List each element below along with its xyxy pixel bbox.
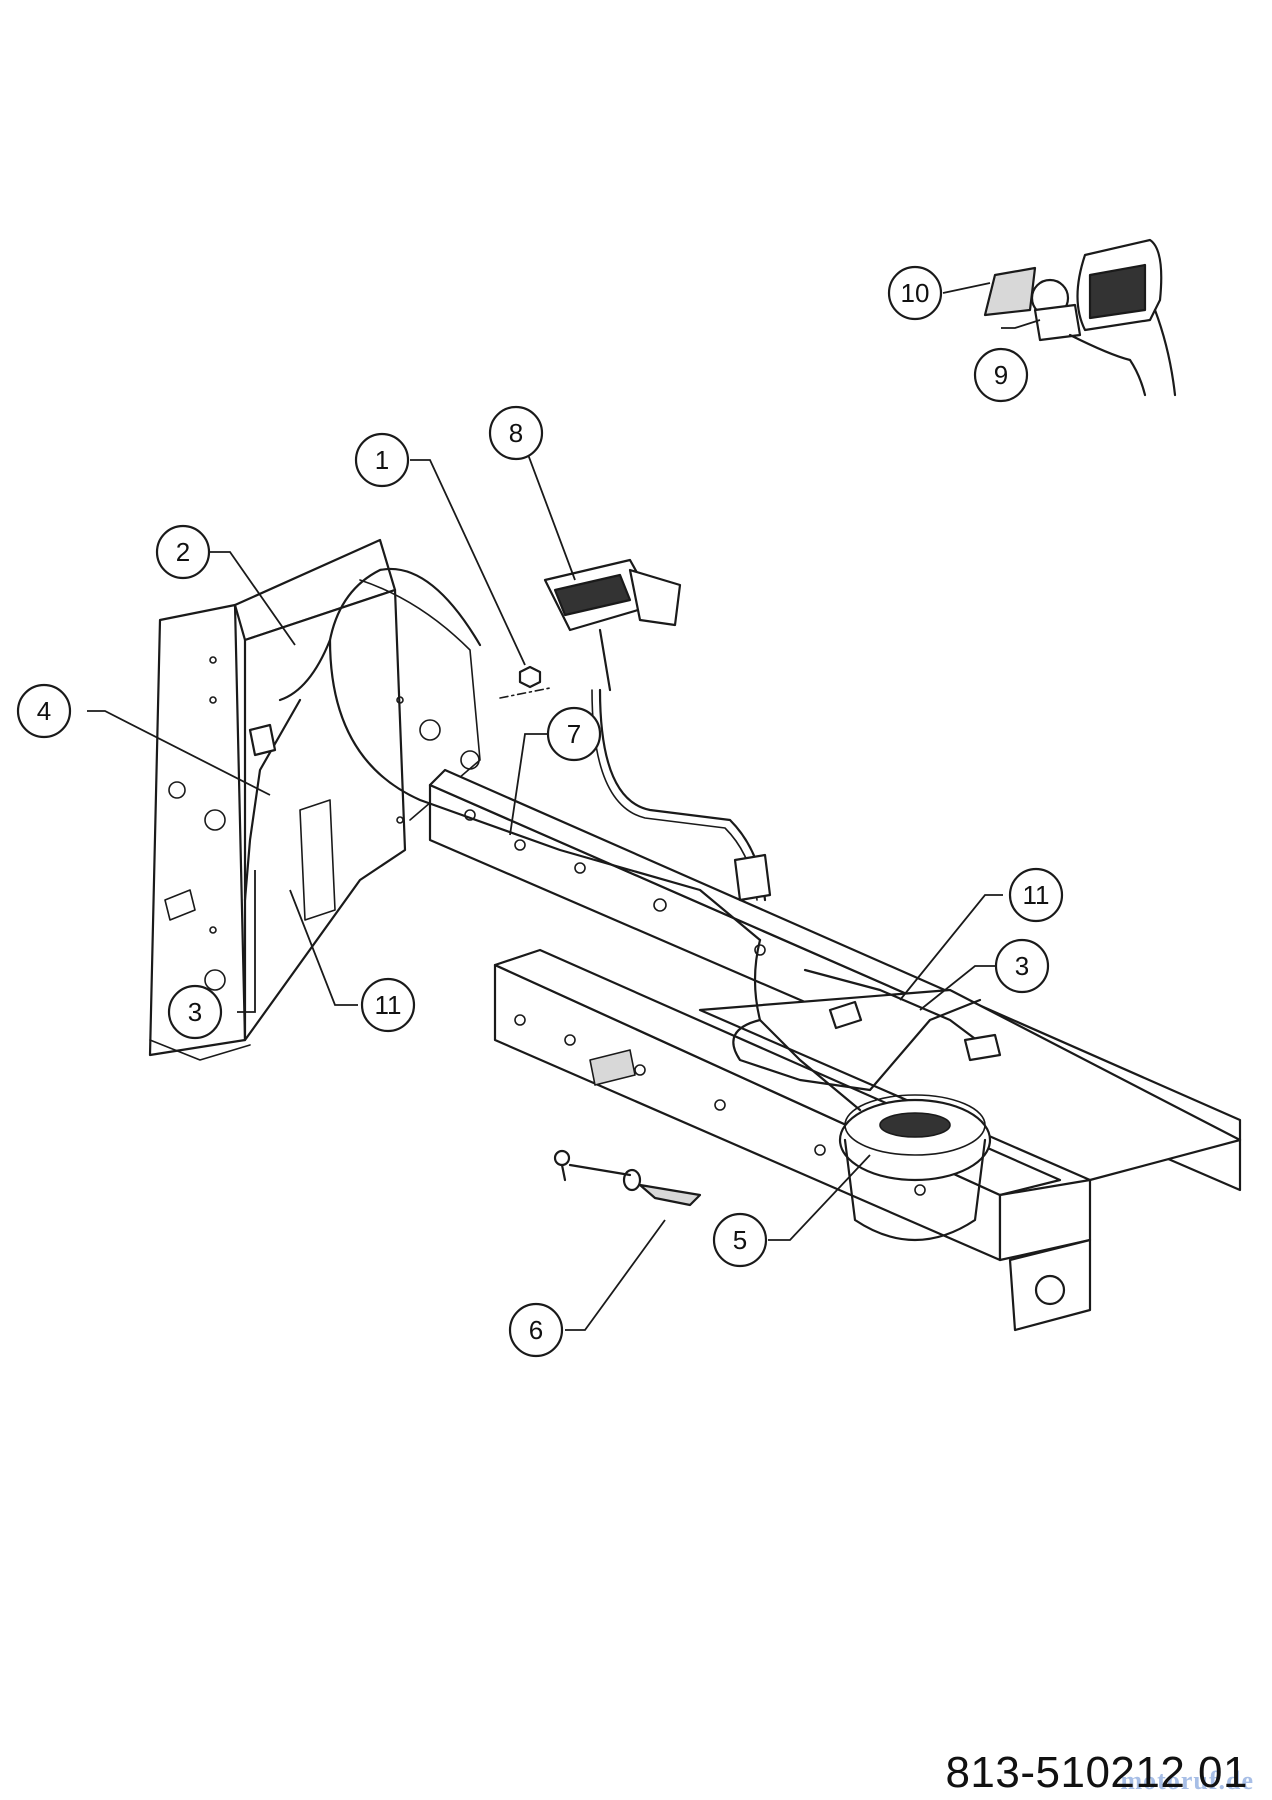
- callout-9: 9: [973, 347, 1029, 403]
- callout-circle: [488, 405, 544, 461]
- callout-8: 8: [488, 405, 544, 461]
- callout-1: 1: [354, 432, 410, 488]
- callout-label: 9: [994, 360, 1008, 390]
- callout-label: 7: [567, 719, 581, 749]
- callout-3: 3: [167, 984, 223, 1040]
- callout-11: 11: [360, 977, 416, 1033]
- callout-circle: [887, 265, 943, 321]
- callout-label: 6: [529, 1315, 543, 1345]
- watermark: motoruf.de: [1120, 1766, 1254, 1795]
- callout-circle: [994, 938, 1050, 994]
- part-number: 813-510212 01: [945, 1748, 1248, 1797]
- callout-label: 10: [901, 278, 930, 308]
- wiring-harness: [243, 567, 1002, 1112]
- callout-5: 5: [712, 1212, 768, 1268]
- callout-2: 2: [155, 524, 211, 580]
- callout-circle: [16, 683, 72, 739]
- ground-wire: [553, 1149, 702, 1207]
- callout-7: 7: [546, 706, 602, 762]
- callout-group: 1 2 3 3 4 5 6 7 8 9 10 11 11: [16, 265, 1064, 1358]
- seat-switch-assembly: [983, 238, 1177, 397]
- callout-label: 11: [375, 990, 402, 1020]
- callout-10: 10: [887, 265, 943, 321]
- callout-label: 3: [1015, 951, 1029, 981]
- electric-clutch: [838, 1094, 992, 1242]
- callout-circle: [167, 984, 223, 1040]
- rear-frame-plate: [148, 538, 481, 1061]
- callout-circle: [1008, 867, 1064, 923]
- leader-lines: [87, 282, 1041, 1331]
- callout-label: 2: [176, 537, 190, 567]
- callout-circle: [712, 1212, 768, 1268]
- callout-circle: [546, 706, 602, 762]
- callout-label: 1: [375, 445, 389, 475]
- callout-label: 11: [1023, 880, 1050, 910]
- callout-11: 11: [1008, 867, 1064, 923]
- ignition-switch: [543, 558, 682, 692]
- callout-circle: [155, 524, 211, 580]
- screw-part-1: [499, 665, 551, 699]
- callout-circle: [508, 1302, 564, 1358]
- callout-label: 4: [37, 696, 51, 726]
- callout-circle: [973, 347, 1029, 403]
- callout-6: 6: [508, 1302, 564, 1358]
- callout-3: 3: [994, 938, 1050, 994]
- callout-circle: [360, 977, 416, 1033]
- callout-4: 4: [16, 683, 72, 739]
- callout-label: 3: [188, 997, 202, 1027]
- callout-label: 8: [509, 418, 523, 448]
- callout-circle: [354, 432, 410, 488]
- callout-label: 5: [733, 1225, 747, 1255]
